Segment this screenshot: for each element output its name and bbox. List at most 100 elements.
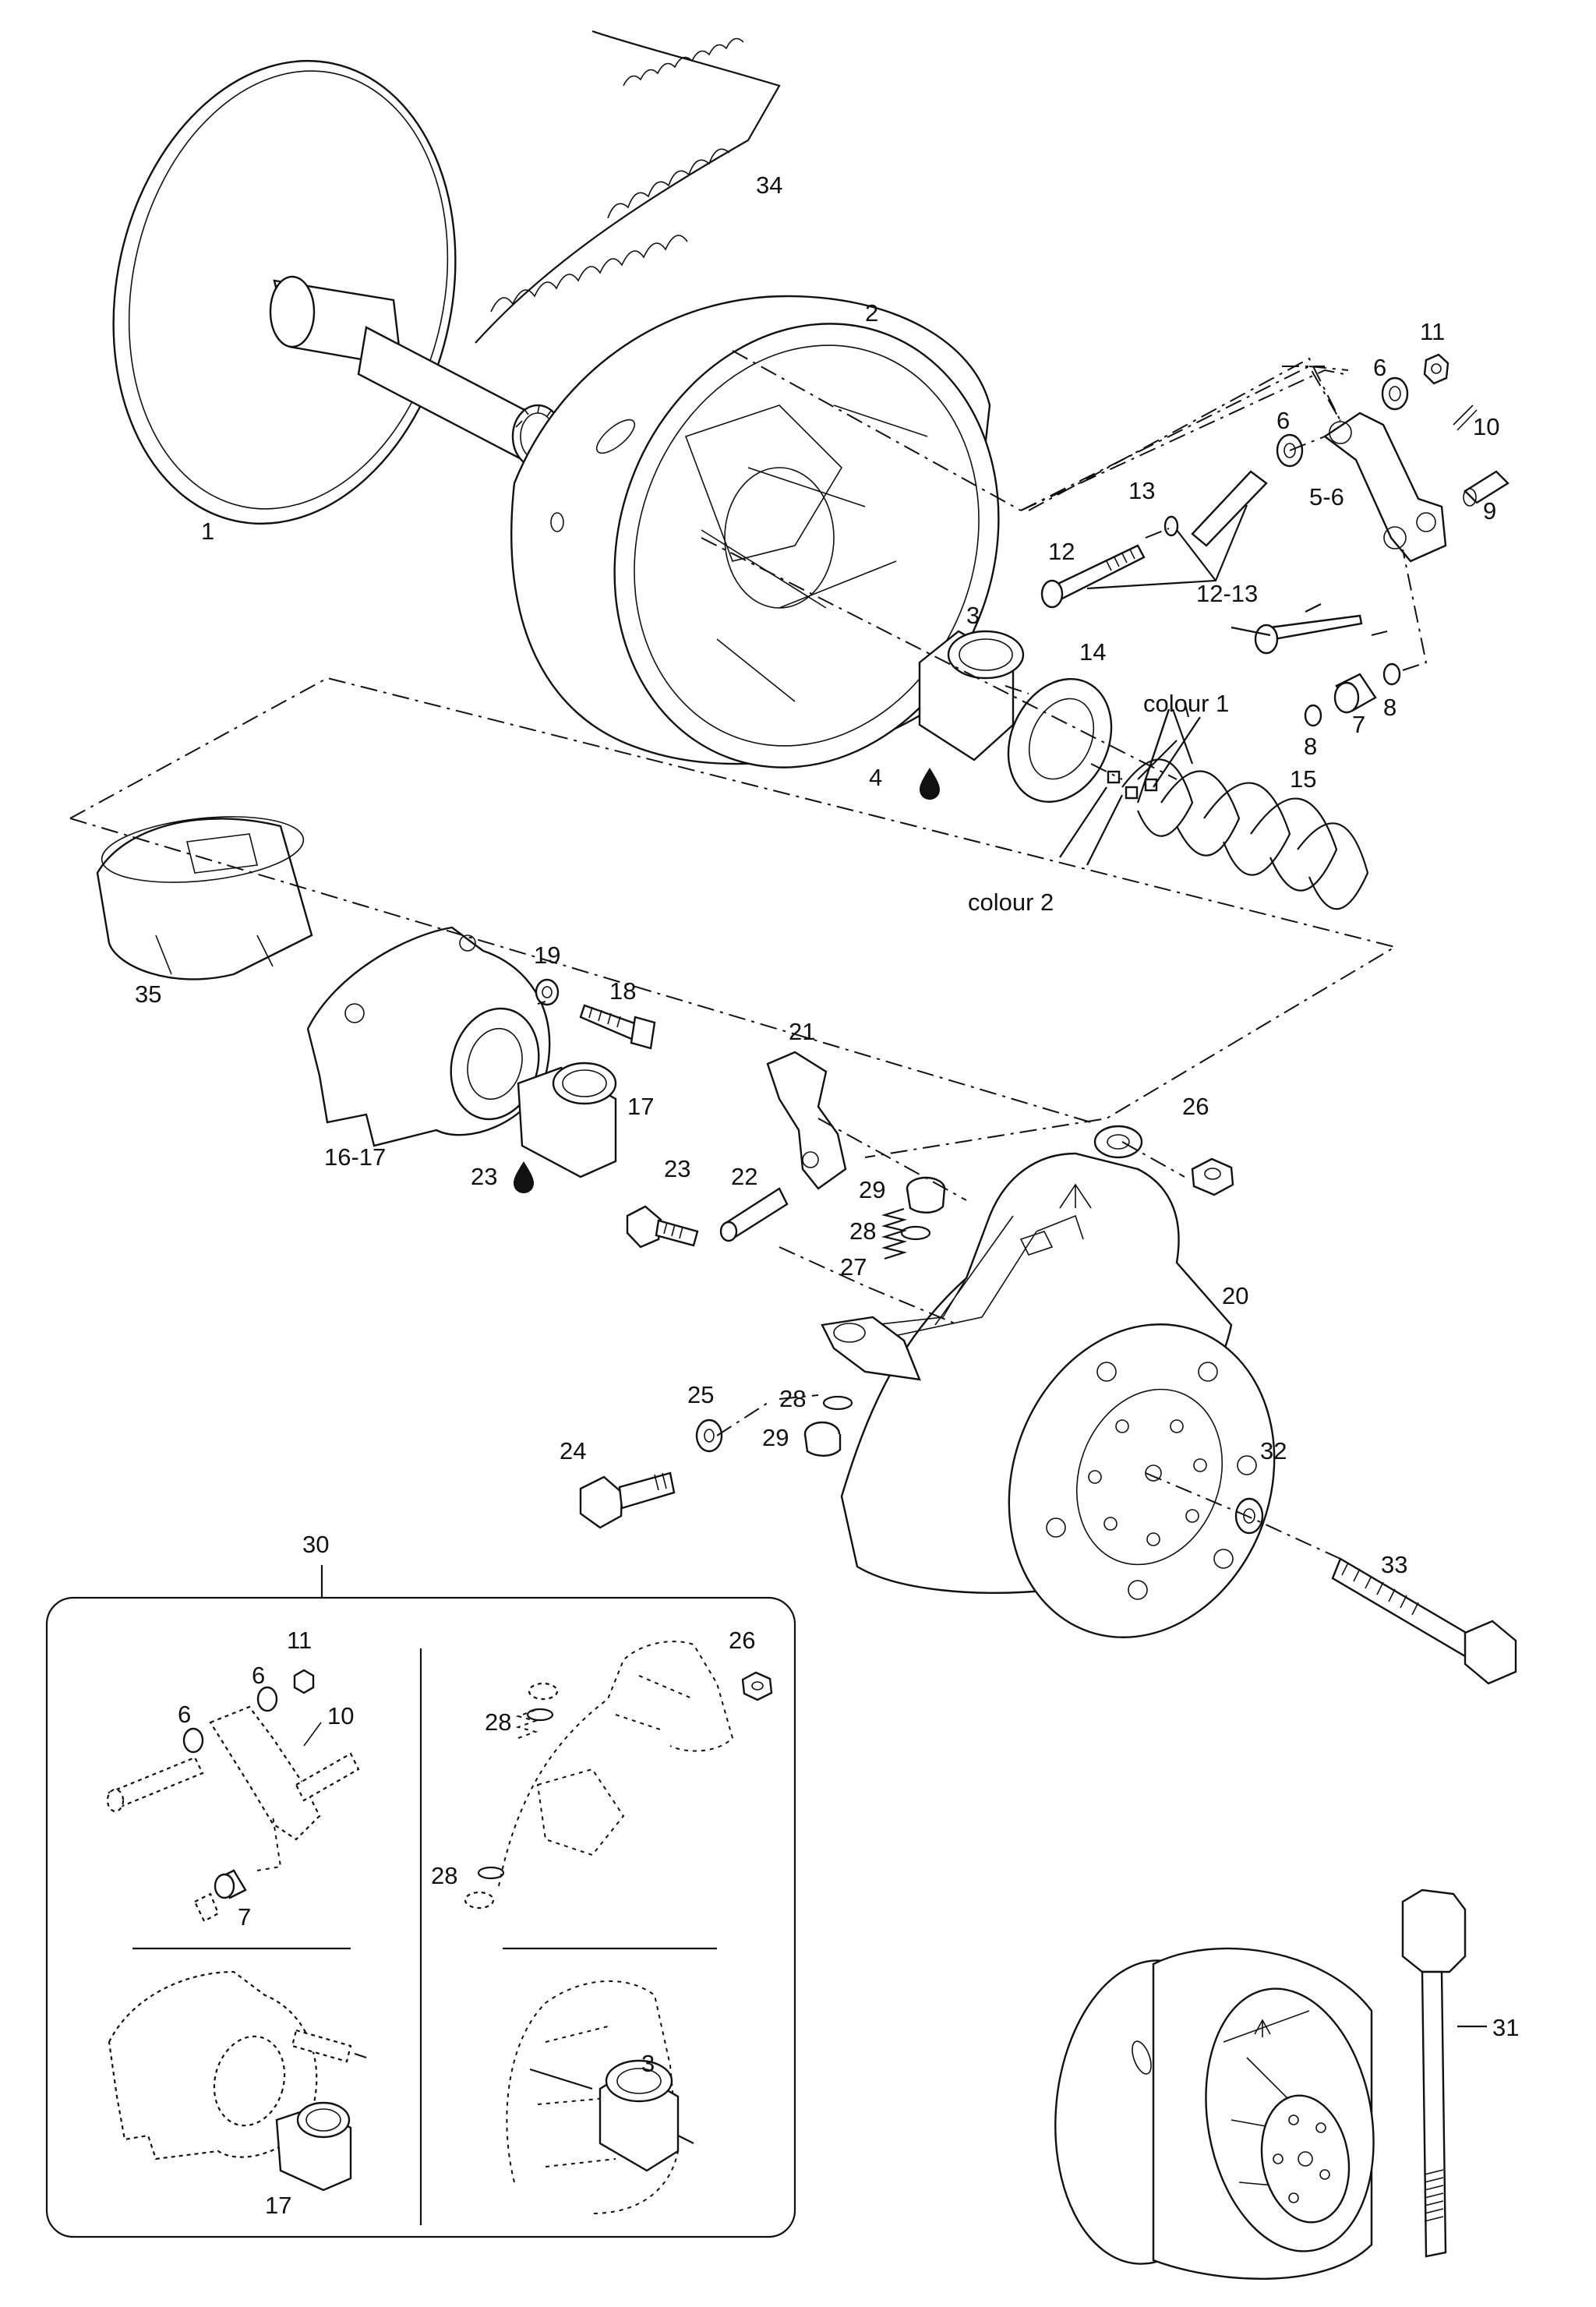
label-34: 34 bbox=[756, 171, 782, 199]
part-5-6-roller-arm bbox=[1322, 412, 1447, 563]
label-21: 21 bbox=[789, 1018, 815, 1045]
part-29-cap-lower bbox=[803, 1421, 842, 1457]
label-17: 17 bbox=[627, 1093, 654, 1120]
label-8-left: 8 bbox=[1304, 733, 1317, 760]
part-2-sliding-half bbox=[510, 295, 1000, 768]
oil-drop-icon bbox=[514, 1161, 534, 1193]
part-31-puller-tool bbox=[1401, 1888, 1487, 2258]
part-34-drive-belt bbox=[475, 30, 781, 344]
label-colour-2: colour 2 bbox=[968, 889, 1054, 916]
inset-label-7: 7 bbox=[238, 1903, 251, 1931]
label-9: 9 bbox=[1483, 497, 1496, 525]
label-1: 1 bbox=[201, 518, 214, 545]
reference-lines bbox=[69, 350, 1428, 1560]
callout-labels: 1 34 2 11 6 10 6 13 5-6 9 12 12-13 3 14 … bbox=[135, 171, 1519, 2219]
part-33-bolt bbox=[1331, 1557, 1517, 1685]
part-18-screw bbox=[579, 1004, 656, 1050]
part-shoulder-bolt bbox=[1254, 614, 1363, 655]
label-16-17: 16-17 bbox=[324, 1143, 386, 1171]
label-15: 15 bbox=[1290, 765, 1316, 793]
part-6-roller-upper bbox=[1381, 376, 1409, 411]
part-19-washer bbox=[535, 978, 560, 1006]
label-23-lower: 23 bbox=[664, 1155, 690, 1182]
part-32-washer bbox=[1234, 1497, 1264, 1535]
label-26: 26 bbox=[1182, 1093, 1209, 1120]
inset-label-6-lower: 6 bbox=[178, 1701, 191, 1728]
part-12-bolt bbox=[1040, 544, 1146, 609]
part-13-washer bbox=[1163, 515, 1179, 537]
label-11: 11 bbox=[1420, 318, 1445, 345]
label-24: 24 bbox=[560, 1437, 586, 1464]
part-26-nut bbox=[1191, 1157, 1234, 1196]
label-7: 7 bbox=[1352, 711, 1365, 738]
part-23-screw bbox=[626, 1205, 699, 1249]
part-8-washer-right bbox=[1382, 662, 1401, 686]
label-28-lower: 28 bbox=[779, 1385, 806, 1412]
part-24-shoulder-bolt bbox=[579, 1471, 676, 1529]
inset-label-10: 10 bbox=[327, 1702, 354, 1729]
label-30: 30 bbox=[302, 1531, 329, 1558]
part-28-o-ring-upper bbox=[900, 1225, 931, 1241]
part-11-nut bbox=[1423, 353, 1449, 385]
part-15-spring bbox=[1107, 758, 1369, 910]
part-17-bushing bbox=[517, 1062, 617, 1178]
inset-bushing-panel bbox=[506, 1980, 694, 2214]
label-33: 33 bbox=[1381, 1551, 1407, 1578]
label-4: 4 bbox=[869, 764, 882, 791]
label-23-upper: 23 bbox=[471, 1163, 497, 1190]
inset-label-11: 11 bbox=[287, 1627, 312, 1654]
part-3-bushing bbox=[918, 630, 1025, 761]
part-14-washer bbox=[1007, 677, 1113, 804]
inset-spider-panel bbox=[464, 1641, 773, 1910]
part-10-cotter-pin bbox=[1453, 405, 1478, 431]
inset-label-28-lower: 28 bbox=[431, 1862, 457, 1889]
part-sleeve bbox=[1191, 470, 1268, 547]
label-6-upper: 6 bbox=[1373, 354, 1386, 381]
label-10: 10 bbox=[1473, 413, 1499, 440]
label-3: 3 bbox=[966, 602, 980, 629]
assembled-drive-pulley bbox=[1054, 1947, 1375, 2280]
part-8-washer-left bbox=[1304, 704, 1322, 727]
label-14: 14 bbox=[1079, 638, 1106, 666]
part-7-roller bbox=[1333, 673, 1377, 714]
part-16-17-governor-cup bbox=[306, 926, 551, 1147]
label-2: 2 bbox=[865, 299, 878, 327]
label-29-upper: 29 bbox=[859, 1176, 885, 1203]
part-20-spider bbox=[821, 1125, 1276, 1638]
label-12: 12 bbox=[1048, 538, 1075, 565]
part-9-pin bbox=[1463, 470, 1509, 507]
label-8-right: 8 bbox=[1383, 694, 1396, 721]
label-colour-1: colour 1 bbox=[1143, 690, 1229, 717]
part-29-cap-upper bbox=[906, 1176, 946, 1214]
label-19: 19 bbox=[534, 942, 560, 969]
label-13: 13 bbox=[1128, 477, 1155, 504]
oil-drop-icon bbox=[920, 768, 940, 800]
label-12-13: 12-13 bbox=[1196, 580, 1258, 607]
label-6-lower: 6 bbox=[1276, 407, 1290, 434]
label-27: 27 bbox=[840, 1253, 867, 1281]
inset-label-6-upper: 6 bbox=[252, 1662, 265, 1689]
inset-30-kit bbox=[45, 1565, 796, 2238]
label-31: 31 bbox=[1492, 2014, 1519, 2041]
inset-roller-arm-panel bbox=[106, 1669, 360, 1923]
part-21-flyweight bbox=[766, 1051, 847, 1190]
inset-governor-cup-panel bbox=[108, 1970, 367, 2192]
part-28-o-ring-lower bbox=[822, 1395, 853, 1411]
part-25-washer bbox=[695, 1418, 723, 1453]
part-35-sleeve bbox=[96, 816, 313, 980]
part-27-spring bbox=[881, 1207, 908, 1260]
label-22: 22 bbox=[731, 1163, 757, 1190]
leader-lines bbox=[1059, 504, 1322, 866]
label-5-6: 5-6 bbox=[1309, 483, 1344, 511]
inset-label-28-upper: 28 bbox=[485, 1708, 511, 1736]
part-22-pin bbox=[719, 1187, 789, 1242]
label-28-upper: 28 bbox=[849, 1217, 876, 1245]
label-25: 25 bbox=[687, 1381, 714, 1408]
inset-label-26: 26 bbox=[729, 1627, 755, 1654]
label-32: 32 bbox=[1260, 1437, 1287, 1464]
label-35: 35 bbox=[135, 980, 161, 1008]
part-1-pulley-half bbox=[112, 59, 564, 525]
inset-label-3: 3 bbox=[641, 2050, 655, 2077]
inset-label-17: 17 bbox=[265, 2192, 291, 2219]
